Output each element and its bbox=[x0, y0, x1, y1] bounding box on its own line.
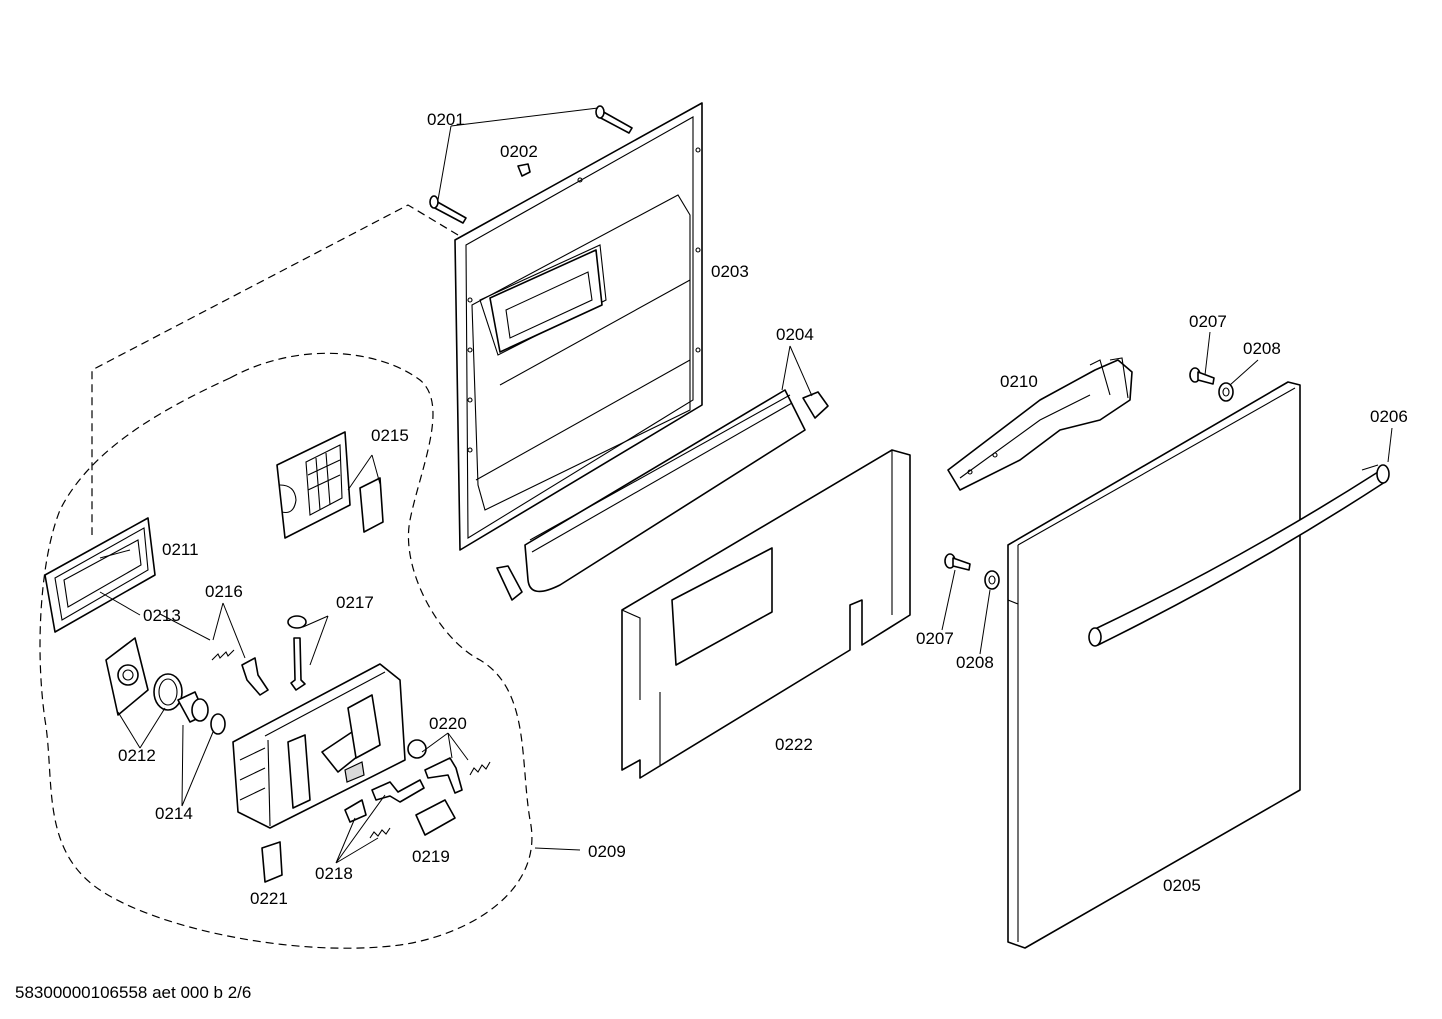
label-0221: 0221 bbox=[250, 889, 288, 908]
dispenser-cap-0212 bbox=[105, 637, 149, 716]
label-0216: 0216 bbox=[205, 582, 243, 601]
switch-0219 bbox=[415, 799, 456, 836]
washer-0208-bottom bbox=[984, 570, 1000, 590]
projection-line bbox=[91, 204, 459, 535]
dispenser-body-0209 bbox=[232, 663, 406, 829]
inner-door-panel-0203 bbox=[454, 102, 703, 551]
label-0207-bottom: 0207 bbox=[916, 629, 954, 648]
ball-0220 bbox=[407, 739, 427, 759]
label-0204: 0204 bbox=[776, 325, 814, 344]
label-0206: 0206 bbox=[1370, 407, 1408, 426]
catch-0220 bbox=[424, 757, 463, 794]
latch-0218 bbox=[371, 779, 425, 803]
spring-0218 bbox=[369, 827, 391, 839]
dispenser-lid-0215 bbox=[276, 431, 351, 539]
label-0212: 0212 bbox=[118, 746, 156, 765]
label-0217: 0217 bbox=[336, 593, 374, 612]
ring-0213-inner bbox=[158, 678, 178, 706]
clip-0202 bbox=[517, 163, 531, 177]
label-0222: 0222 bbox=[775, 735, 813, 754]
seal-0215 bbox=[359, 477, 384, 533]
ring-0214 bbox=[210, 713, 226, 735]
label-0201: 0201 bbox=[427, 110, 465, 129]
label-0214: 0214 bbox=[155, 804, 193, 823]
label-0207-top: 0207 bbox=[1189, 312, 1227, 331]
pin-0217 bbox=[290, 637, 306, 691]
cap-0217 bbox=[287, 615, 307, 629]
trim-strip-0204 bbox=[496, 389, 829, 601]
handle-0206 bbox=[1088, 464, 1390, 647]
label-0205: 0205 bbox=[1163, 876, 1201, 895]
label-0218: 0218 bbox=[315, 864, 353, 883]
rinse-knob-0214 bbox=[177, 691, 209, 723]
leader-lines bbox=[99, 107, 1393, 864]
label-0203: 0203 bbox=[711, 262, 749, 281]
label-0219: 0219 bbox=[412, 847, 450, 866]
outer-door-0205 bbox=[1007, 381, 1301, 949]
screw-0201-top bbox=[595, 105, 633, 134]
control-panel-0222 bbox=[621, 449, 911, 779]
washer-0208-top bbox=[1218, 382, 1234, 402]
plate-0221 bbox=[261, 841, 283, 883]
label-0210: 0210 bbox=[1000, 372, 1038, 391]
drawing-number: 58300000106558 aet 000 b 2/6 bbox=[15, 983, 251, 1002]
label-0202: 0202 bbox=[500, 142, 538, 161]
lever-0216 bbox=[241, 657, 269, 696]
spring-0216 bbox=[211, 649, 235, 661]
label-0215: 0215 bbox=[371, 426, 409, 445]
screw-0201-left bbox=[429, 195, 467, 224]
label-0209: 0209 bbox=[588, 842, 626, 861]
label-0220: 0220 bbox=[429, 714, 467, 733]
label-0208-bottom: 0208 bbox=[956, 653, 994, 672]
seal-frame-0211 bbox=[44, 517, 156, 633]
assembly-0209-outline bbox=[39, 352, 533, 949]
spring-0220 bbox=[469, 761, 491, 776]
screw-0207-bottom bbox=[944, 553, 971, 571]
label-0211: 0211 bbox=[162, 540, 199, 559]
hinge-bracket-0210 bbox=[947, 357, 1133, 491]
label-0208-top: 0208 bbox=[1243, 339, 1281, 358]
screw-0207-top bbox=[1189, 367, 1215, 385]
slider-0218 bbox=[344, 799, 367, 823]
label-0213: 0213 bbox=[143, 606, 181, 625]
